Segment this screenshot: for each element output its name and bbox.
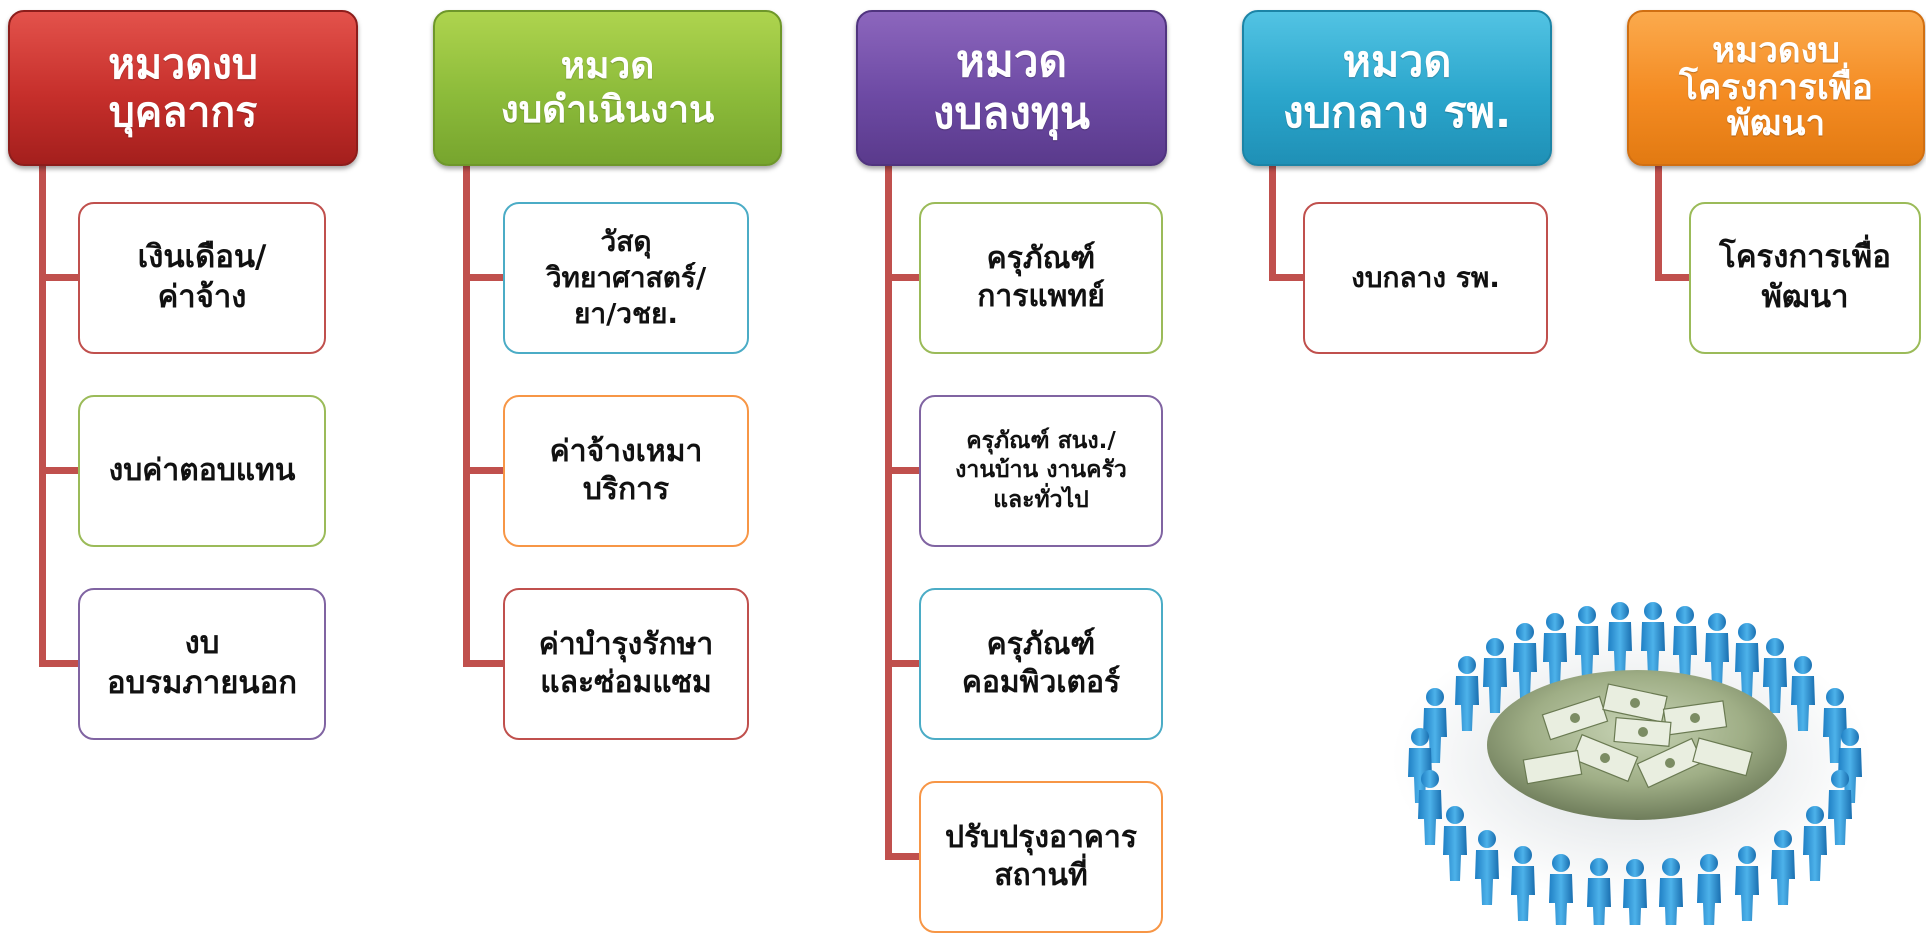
item-maintenance-repair: ค่าบำรุงรักษา และซ่อมแซม: [503, 588, 749, 740]
connector-col2-item2: [463, 467, 503, 474]
category-header-personnel: หมวดงบ บุคลากร: [8, 10, 358, 166]
category-header-central: หมวด งบกลาง รพ.: [1242, 10, 1552, 166]
item-building-renovation: ปรับปรุงอาคาร สถานที่: [919, 781, 1163, 933]
item-office-household-equipment: ครุภัณฑ์ สนง./ งานบ้าน งานครัว และทั่วไป: [919, 395, 1163, 547]
connector-col1-item2: [39, 467, 78, 474]
item-computer-equipment: ครุภัณฑ์ คอมพิวเตอร์: [919, 588, 1163, 740]
item-salary-wages: เงินเดือน/ ค่าจ้าง: [78, 202, 326, 354]
connector-col4-item1: [1269, 274, 1303, 281]
people-money-circle-icon: [1392, 602, 1872, 925]
connector-col4: [1269, 162, 1276, 281]
connector-col2-item1: [463, 274, 503, 281]
item-development-project: โครงการเพื่อ พัฒนา: [1689, 202, 1921, 354]
connector-col3-item3: [885, 660, 919, 667]
connector-col3-item2: [885, 467, 919, 474]
item-compensation: งบค่าตอบแทน: [78, 395, 326, 547]
connector-col1: [39, 162, 46, 667]
connector-col1-item3: [39, 660, 78, 667]
category-header-development: หมวดงบ โครงการเพื่อ พัฒนา: [1627, 10, 1925, 166]
connector-col5: [1655, 162, 1662, 281]
connector-col5-item1: [1655, 274, 1689, 281]
category-header-investment: หมวด งบลงทุน: [856, 10, 1167, 166]
connector-col3-item1: [885, 274, 919, 281]
item-hospital-central-budget: งบกลาง รพ.: [1303, 202, 1548, 354]
item-science-drug-supplies: วัสดุ วิทยาศาสตร์/ ยา/วชย.: [503, 202, 749, 354]
connector-col2: [463, 162, 470, 667]
connector-col2-item3: [463, 660, 503, 667]
item-external-training: งบ อบรมภายนอก: [78, 588, 326, 740]
item-medical-equipment: ครุภัณฑ์ การแพทย์: [919, 202, 1163, 354]
connector-col1-item1: [39, 274, 78, 281]
item-outsourced-services: ค่าจ้างเหมา บริการ: [503, 395, 749, 547]
category-header-operating: หมวด งบดำเนินงาน: [433, 10, 782, 166]
connector-col3-item4: [885, 853, 919, 860]
connector-col3: [885, 162, 892, 857]
